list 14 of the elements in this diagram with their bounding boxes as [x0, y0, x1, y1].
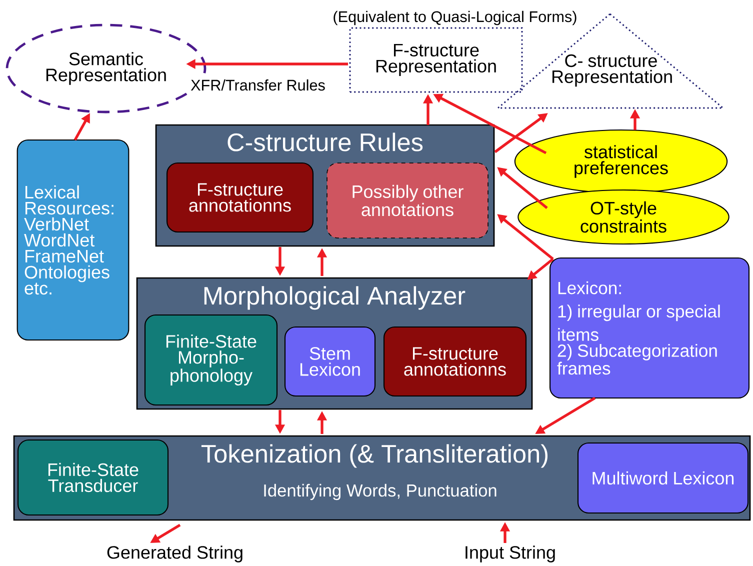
edge-label: XFR/Transfer Rules	[189, 78, 327, 92]
string-label: Generated String	[107, 546, 242, 562]
component-box: Possibly other annotations	[326, 162, 488, 238]
component-box: F-structure annotationns	[166, 162, 314, 233]
resource-box: Lexical Resources: VerbNet WordNet FrameNet Ontologies etc.	[16, 139, 130, 341]
lexicon-box: Lexicon: 1) irregular or special items 2) Subcategorization frames	[549, 257, 750, 399]
component-box: Finite-State Morpho- phonology	[144, 314, 278, 406]
representation-box: F-structure Representation	[349, 27, 523, 93]
component-box: Finite-State Transducer	[17, 439, 169, 516]
component-box: Stem Lexicon	[284, 326, 376, 397]
component-box: F-structure annotationns	[383, 326, 527, 397]
note-label: (Equivalent to Quasi-Logical Forms)	[334, 10, 576, 26]
string-label: Input String	[466, 546, 555, 562]
component-box: Multiword Lexicon	[577, 442, 749, 514]
